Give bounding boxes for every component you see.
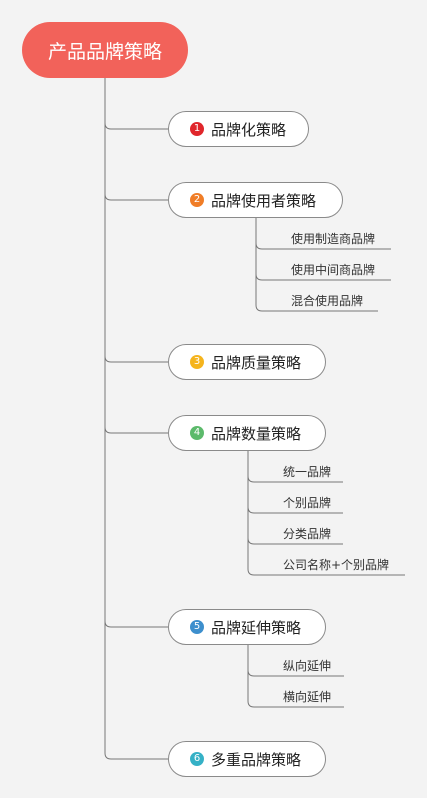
connector-branch-4 — [104, 426, 168, 434]
leaf-node[interactable]: 横向延伸 — [283, 690, 332, 704]
root-label: 产品品牌策略 — [47, 40, 162, 63]
branch-label: 多重品牌策略 — [211, 750, 302, 769]
leaf-node[interactable]: 纵向延伸 — [283, 659, 332, 673]
branch-label: 品牌质量策略 — [211, 353, 302, 372]
number-4-icon: 4 — [190, 426, 204, 440]
branch-label: 品牌延伸策略 — [211, 618, 302, 637]
leaf-node[interactable]: 使用制造商品牌 — [291, 232, 376, 246]
leaf-line-4-2 — [247, 506, 343, 514]
leaf-node[interactable]: 混合使用品牌 — [291, 294, 364, 308]
leaf-node[interactable]: 统一品牌 — [283, 465, 332, 479]
branch-node-5[interactable]: 5 品牌延伸策略 — [168, 609, 326, 645]
number-5-icon: 5 — [190, 620, 204, 634]
root-node[interactable]: 产品品牌策略 — [22, 22, 188, 78]
branch-label: 品牌数量策略 — [211, 424, 302, 443]
subtree-line-2 — [255, 218, 378, 312]
number-1-icon: 1 — [190, 122, 204, 136]
connector-branch-3 — [104, 355, 168, 363]
branch-node-2[interactable]: 2 品牌使用者策略 — [168, 182, 343, 218]
subtree-line-5 — [247, 645, 344, 708]
trunk-line — [104, 78, 168, 760]
connector-branch-1 — [104, 122, 168, 130]
leaf-line-4-1 — [247, 475, 343, 483]
number-6-icon: 6 — [190, 752, 204, 766]
branch-node-6[interactable]: 6 多重品牌策略 — [168, 741, 326, 777]
leaf-line-2-2 — [255, 273, 391, 281]
number-3-icon: 3 — [190, 355, 204, 369]
branch-label: 品牌使用者策略 — [211, 191, 317, 210]
leaf-line-4-3 — [247, 537, 343, 545]
branch-node-3[interactable]: 3 品牌质量策略 — [168, 344, 326, 380]
leaf-node[interactable]: 使用中间商品牌 — [291, 263, 376, 277]
leaf-line-2-1 — [255, 242, 391, 250]
subtree-line-4 — [247, 451, 405, 576]
number-2-icon: 2 — [190, 193, 204, 207]
leaf-node[interactable]: 个别品牌 — [283, 496, 332, 510]
leaf-node[interactable]: 分类品牌 — [283, 527, 332, 541]
branch-label: 品牌化策略 — [211, 120, 287, 139]
leaf-node[interactable]: 公司名称+个别品牌 — [283, 558, 390, 572]
connector-branch-5 — [104, 620, 168, 628]
branch-node-4[interactable]: 4 品牌数量策略 — [168, 415, 326, 451]
leaf-line-5-1 — [247, 669, 344, 677]
connector-branch-2 — [104, 193, 168, 201]
branch-node-1[interactable]: 1 品牌化策略 — [168, 111, 309, 147]
